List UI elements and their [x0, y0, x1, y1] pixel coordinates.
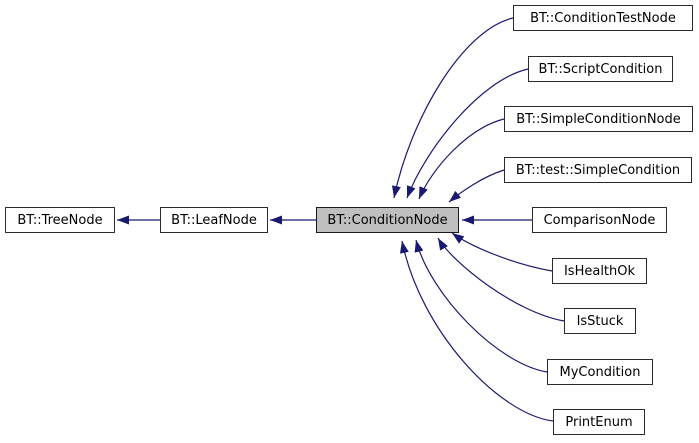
- edge-scriptcondition-conditionnode: [406, 68, 529, 199]
- class-node-condition-test-node[interactable]: BT::ConditionTestNode: [513, 5, 693, 31]
- class-node-is-health-ok[interactable]: IsHealthOk: [552, 258, 647, 284]
- class-node-print-enum[interactable]: PrintEnum: [553, 409, 645, 435]
- edge-printenum-conditionnode: [399, 240, 554, 422]
- edge-isstuck-conditionnode: [437, 237, 565, 322]
- class-node-my-condition[interactable]: MyCondition: [547, 359, 653, 385]
- class-node-condition-node-focus: BT::ConditionNode: [316, 207, 459, 233]
- class-node-is-stuck[interactable]: IsStuck: [564, 308, 636, 334]
- class-node-comparison-node[interactable]: ComparisonNode: [532, 207, 667, 233]
- edge-ishealthok-conditionnode: [451, 232, 553, 272]
- edge-mycondition-conditionnode: [414, 239, 548, 373]
- class-node-test-simple-condition[interactable]: BT::test::SimpleCondition: [504, 157, 692, 183]
- class-node-simple-condition-node[interactable]: BT::SimpleConditionNode: [504, 106, 693, 132]
- edge-simpleconditionnode-conditionnode: [418, 118, 505, 200]
- class-node-leaf-node[interactable]: BT::LeafNode: [160, 207, 268, 233]
- edge-testsimplecondition-conditionnode: [448, 169, 505, 203]
- edge-conditiontestnode-conditionnode: [392, 17, 514, 199]
- class-node-script-condition[interactable]: BT::ScriptCondition: [528, 56, 673, 82]
- class-node-tree-node[interactable]: BT::TreeNode: [5, 207, 115, 233]
